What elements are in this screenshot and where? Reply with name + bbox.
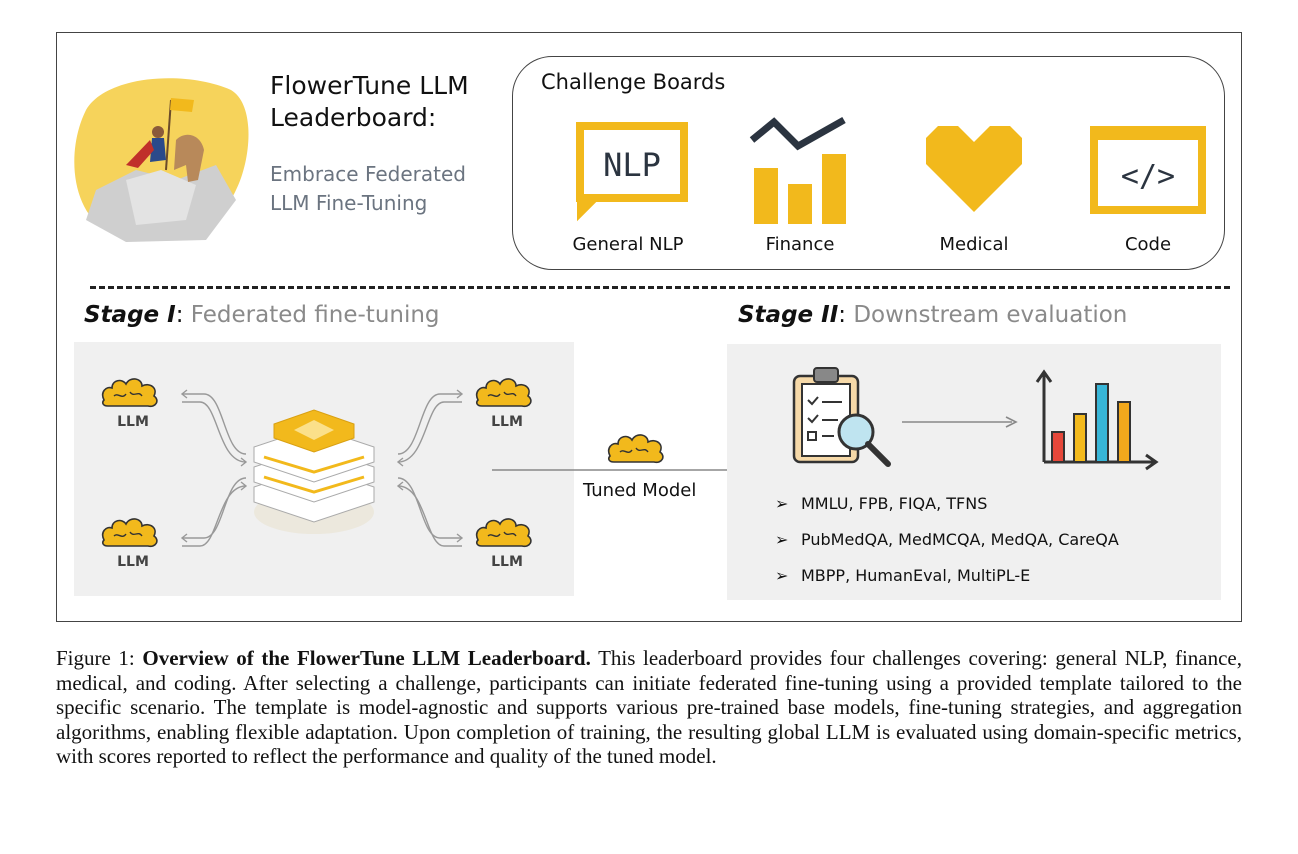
benchmark-item: ➢ MBPP, HumanEval, MultiPL-E xyxy=(775,566,1030,585)
llm-client-label: LLM xyxy=(491,414,523,430)
board-medical: Medical xyxy=(912,108,1036,255)
benchmark-text: MBPP, HumanEval, MultiPL-E xyxy=(801,566,1031,585)
llm-client-label: LLM xyxy=(117,554,149,570)
llm-client-label: LLM xyxy=(491,554,523,570)
stage1-desc: Federated fine-tuning xyxy=(190,302,440,328)
tuned-model-label: Tuned Model xyxy=(583,480,697,501)
llm-client-top-left-icon xyxy=(101,378,158,408)
llm-client-top-right-icon xyxy=(475,378,532,408)
leaderboard-subtitle-line1: Embrace Federated xyxy=(270,162,466,186)
nlp-icon-text: NLP xyxy=(603,146,661,184)
llm-client-bottom-right-icon xyxy=(475,518,532,548)
figure-caption: Figure 1: Overview of the FlowerTune LLM… xyxy=(56,646,1242,769)
board-label: Medical xyxy=(939,234,1009,255)
benchmark-item: ➢ PubMedQA, MedMCQA, MedQA, CareQA xyxy=(775,530,1119,549)
board-label: General NLP xyxy=(572,234,684,255)
board-finance: Finance xyxy=(738,108,862,255)
benchmark-item: ➢ MMLU, FPB, FIQA, TFNS xyxy=(775,494,987,513)
bar-chart-icon xyxy=(1035,369,1159,471)
challenge-boards-panel xyxy=(512,56,1225,270)
caption-figure-label: Figure 1: xyxy=(56,646,135,670)
hero-illustration xyxy=(74,78,249,242)
board-label: Finance xyxy=(765,234,835,255)
code-icon-text: </> xyxy=(1121,159,1175,194)
server-stack-icon xyxy=(253,409,375,534)
finance-chart-icon xyxy=(738,108,862,228)
benchmark-text: MMLU, FPB, FIQA, TFNS xyxy=(801,494,988,513)
figure-frame xyxy=(56,32,1242,622)
clipboard-magnifier-icon xyxy=(792,367,891,467)
evaluation-diagram xyxy=(792,367,1159,471)
stage1-title: Stage I: Federated fine-tuning xyxy=(84,302,440,328)
board-general-nlp: NLP General NLP xyxy=(566,108,690,255)
llm-client-label: LLM xyxy=(117,414,149,430)
bullet-arrow-icon: ➢ xyxy=(775,566,789,585)
stage2-title: Stage II: Downstream evaluation xyxy=(738,302,1128,328)
leaderboard-title-line2: Leaderboard: xyxy=(270,103,437,132)
section-divider xyxy=(90,286,1230,289)
stage2-label: Stage II xyxy=(738,302,839,328)
code-brackets-icon: </> xyxy=(1086,108,1210,228)
leaderboard-subtitle: Embrace Federated LLM Fine-Tuning xyxy=(270,160,466,218)
caption-text: This leaderboard provides four challenge… xyxy=(56,646,1242,768)
challenge-boards-title: Challenge Boards xyxy=(541,70,726,94)
stage1-label: Stage I xyxy=(84,302,176,328)
stage2-desc: Downstream evaluation xyxy=(853,302,1128,328)
medical-heart-icon xyxy=(912,108,1036,228)
benchmark-text: PubMedQA, MedMCQA, MedQA, CareQA xyxy=(801,530,1119,549)
tuned-model-brain-icon xyxy=(607,434,664,464)
llm-client-bottom-left-icon xyxy=(101,518,158,548)
leaderboard-title: FlowerTune LLM Leaderboard: xyxy=(270,70,469,134)
bullet-arrow-icon: ➢ xyxy=(775,530,789,549)
nlp-speech-bubble-icon: NLP xyxy=(566,108,690,228)
bullet-arrow-icon: ➢ xyxy=(775,494,789,513)
leaderboard-subtitle-line2: LLM Fine-Tuning xyxy=(270,191,428,215)
leaderboard-title-line1: FlowerTune LLM xyxy=(270,71,469,100)
federated-diagram xyxy=(101,378,532,548)
caption-bold-title: Overview of the FlowerTune LLM Leaderboa… xyxy=(142,646,591,670)
board-label: Code xyxy=(1124,234,1172,255)
board-code: </> Code xyxy=(1086,108,1210,255)
